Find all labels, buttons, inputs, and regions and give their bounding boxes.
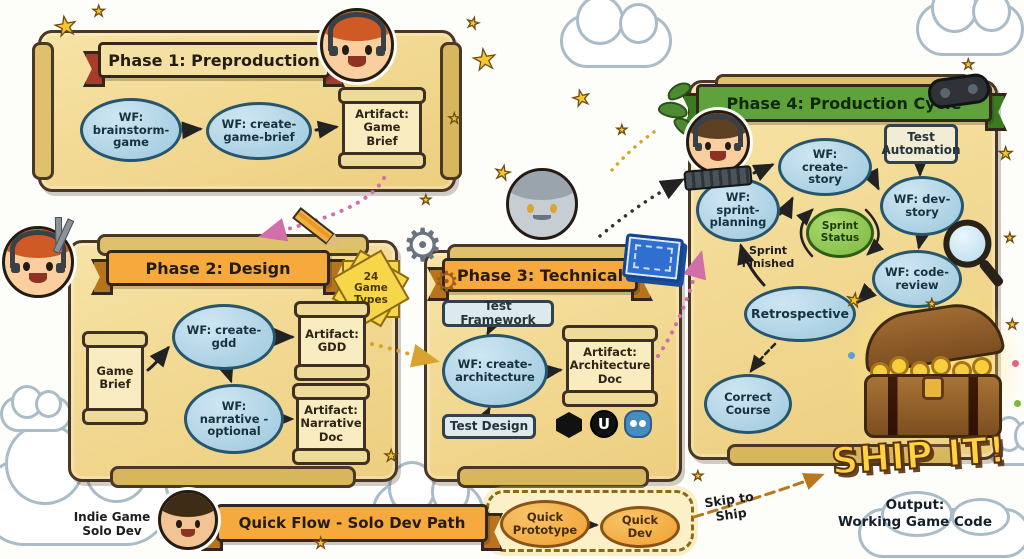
phase1-title: Phase 1: Preproduction bbox=[108, 50, 320, 70]
gear-icon: ⚙ bbox=[434, 265, 460, 298]
magnifier-handle bbox=[978, 258, 1005, 289]
chest-lock bbox=[922, 376, 944, 400]
wf-create-architecture-node: WF: create-architecture bbox=[442, 334, 548, 408]
headphones-icon bbox=[327, 11, 387, 57]
star-icon: ★ bbox=[419, 193, 432, 208]
correct-course-node: Correct Course bbox=[704, 374, 792, 434]
cloud bbox=[0, 385, 72, 432]
star-icon: ★ bbox=[1003, 231, 1016, 246]
wf-brainstorm-game-node: WF: brainstorm-game bbox=[80, 98, 182, 162]
architect-dragon-avatar bbox=[506, 168, 578, 240]
solo-dev-caption: Indie Game Solo Dev bbox=[73, 510, 151, 539]
artifact-narrative-doc: Artifact: Narrative Doc bbox=[292, 383, 370, 465]
star-icon: ★ bbox=[844, 288, 865, 313]
avatar-face bbox=[161, 493, 215, 547]
output-label: Output: bbox=[885, 497, 945, 513]
gear-icon: ⚙ bbox=[402, 218, 444, 272]
star-icon: ★ bbox=[925, 297, 938, 312]
game-brief-input: Game Brief bbox=[82, 331, 148, 425]
game-types-label: 24 Game Types bbox=[354, 271, 388, 306]
wf-code-review-node: WF: code-review bbox=[872, 250, 962, 308]
godot-icon bbox=[624, 410, 652, 438]
phase2-banner: Phase 2: Design bbox=[91, 250, 345, 295]
artifact-architecture-doc: Artifact: Architecture Doc bbox=[562, 325, 658, 407]
test-framework-box: Test Framework bbox=[442, 299, 554, 327]
output-caption: Output: Working Game Code bbox=[824, 497, 1006, 531]
headphones-icon bbox=[693, 113, 743, 151]
confetti-dot bbox=[848, 352, 855, 359]
wf-create-story-node: WF: create-story bbox=[778, 138, 872, 196]
skip-to-ship-label: Skip to Ship bbox=[703, 488, 755, 525]
star-icon: ★ bbox=[569, 83, 594, 112]
confetti-dot bbox=[1014, 400, 1021, 407]
ribbon-body: Phase 1: Preproduction bbox=[98, 42, 330, 78]
phase2-title: Phase 2: Design bbox=[145, 258, 291, 278]
test-automation-box: Test Automation bbox=[881, 124, 961, 164]
coin-icon bbox=[931, 356, 951, 376]
treasure-chest bbox=[836, 286, 1024, 466]
producer-avatar bbox=[320, 8, 394, 82]
sprint-finished-label: Sprint Finished bbox=[741, 244, 795, 271]
cloud bbox=[560, 0, 672, 68]
artifact-game-brief: Artifact: Game Brief bbox=[338, 87, 426, 169]
quick-flow-banner: Quick Flow - Solo Dev Path bbox=[201, 504, 503, 551]
star-icon: ★ bbox=[383, 446, 399, 465]
star-icon: ★ bbox=[447, 111, 461, 127]
quick-dev-node: Quick Dev bbox=[600, 506, 680, 548]
sprint-status-node: Sprint Status bbox=[806, 208, 874, 258]
quick-flow-title: Quick Flow - Solo Dev Path bbox=[238, 514, 466, 532]
star-icon: ★ bbox=[1005, 317, 1019, 333]
coin-icon bbox=[889, 356, 909, 376]
artifact-gdd: Artifact: GDD bbox=[294, 301, 370, 381]
wf-narrative-node: WF: narrative - optional bbox=[184, 384, 284, 454]
magnifier-icon bbox=[930, 216, 1009, 297]
unreal-icon: U bbox=[590, 410, 618, 438]
phase3-title: Phase 3: Technical bbox=[456, 265, 624, 285]
quick-prototype-node: Quick Prototype bbox=[500, 500, 590, 548]
ribbon-body: Phase 3: Technical bbox=[442, 258, 638, 292]
retrospective-node: Retrospective bbox=[744, 286, 856, 342]
solo-dev-avatar bbox=[158, 490, 218, 550]
cloud bbox=[858, 490, 1024, 558]
phase4-banner: Phase 4: Production Cycle bbox=[681, 84, 1007, 131]
star-icon: ★ bbox=[51, 10, 80, 45]
ribbon-body: Phase 2: Design bbox=[106, 250, 330, 286]
output-value: Working Game Code bbox=[837, 513, 993, 530]
wf-dev-story-node: WF: dev-story bbox=[880, 176, 964, 236]
confetti-dot bbox=[1012, 360, 1019, 367]
cloud bbox=[916, 0, 1024, 56]
phase1-banner: Phase 1: Preproduction bbox=[83, 42, 345, 87]
blueprint-icon bbox=[621, 233, 685, 283]
star-icon: ★ bbox=[469, 41, 500, 78]
star-icon: ★ bbox=[313, 534, 328, 552]
star-icon: ★ bbox=[997, 144, 1014, 164]
star-icon: ★ bbox=[463, 12, 482, 34]
test-design-box: Test Design bbox=[442, 414, 536, 439]
star-icon: ★ bbox=[91, 2, 106, 20]
phase4-title: Phase 4: Production Cycle bbox=[726, 93, 962, 113]
star-icon: ★ bbox=[615, 123, 628, 138]
wf-create-gdd-node: WF: create-gdd bbox=[172, 304, 276, 370]
developer-avatar bbox=[686, 110, 750, 174]
avatar-face bbox=[509, 171, 575, 237]
phase3-banner: Phase 3: Technical bbox=[427, 258, 653, 301]
star-icon: ★ bbox=[691, 469, 704, 484]
ribbon-body: Quick Flow - Solo Dev Path bbox=[216, 504, 488, 542]
star-icon: ★ bbox=[961, 57, 975, 73]
wf-create-game-brief-node: WF: create-game-brief bbox=[206, 102, 312, 160]
